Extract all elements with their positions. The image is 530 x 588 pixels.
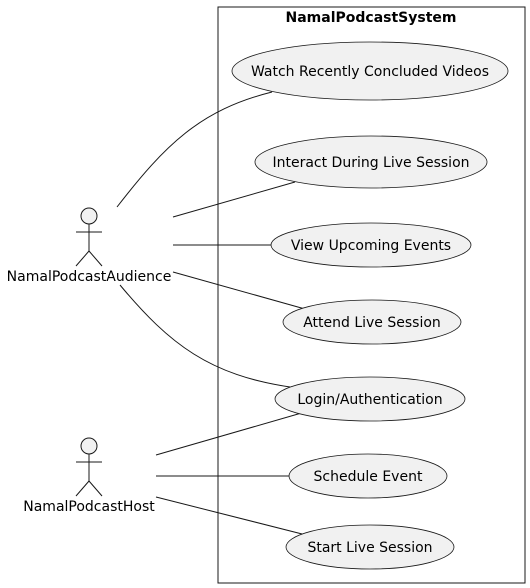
use-case-view: View Upcoming Events [270, 222, 472, 268]
association-audience-login [119, 284, 291, 388]
use-case-label: Start Live Session [307, 540, 432, 556]
association-host-start [155, 496, 311, 537]
association-host-login [155, 411, 306, 456]
use-case-shape [282, 299, 462, 345]
use-case-shape [285, 524, 455, 570]
use-case-watch: Watch Recently Concluded Videos [231, 41, 509, 101]
system-boundary [217, 6, 526, 584]
use-case-shape [288, 453, 448, 499]
association-audience-interact [172, 181, 296, 218]
actor-label: NamalPodcastHost [23, 499, 155, 515]
use-case-label: Login/Authentication [297, 392, 442, 408]
stick-figure-icon [75, 207, 103, 267]
actor-label: NamalPodcastAudience [7, 269, 172, 285]
use-case-attend: Attend Live Session [282, 299, 462, 345]
use-case-label: Attend Live Session [303, 315, 441, 331]
actor-host: NamalPodcastHost [23, 437, 155, 515]
use-case-label: Watch Recently Concluded Videos [251, 64, 489, 80]
association-audience-watch [116, 91, 273, 208]
use-case-start: Start Live Session [285, 524, 455, 570]
use-case-shape [270, 222, 472, 268]
use-case-shape [274, 376, 466, 422]
associations [116, 91, 311, 537]
use-case-login: Login/Authentication [274, 376, 466, 422]
use-case-shape [231, 41, 509, 101]
use-case-label: View Upcoming Events [291, 238, 451, 254]
stick-figure-icon [75, 437, 103, 497]
use-case-schedule: Schedule Event [288, 453, 448, 499]
system-title: NamalPodcastSystem [286, 10, 457, 26]
actor-audience: NamalPodcastAudience [7, 207, 172, 285]
association-audience-attend [172, 271, 306, 310]
use-case-label: Schedule Event [314, 469, 423, 485]
use-case-label: Interact During Live Session [272, 155, 469, 171]
use-case-shape [254, 135, 488, 189]
use-case-interact: Interact During Live Session [254, 135, 488, 189]
